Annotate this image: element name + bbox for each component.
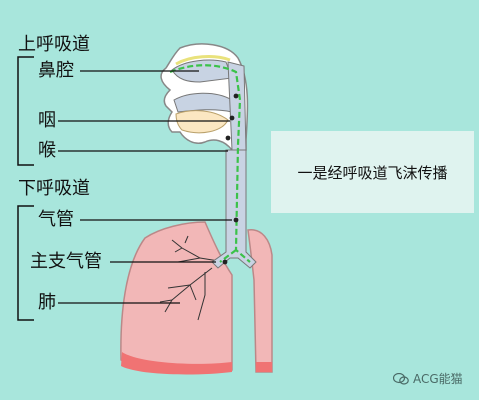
droplet-transmission-callout: 一是经呼吸道飞沫传播 [271,131,474,213]
trachea-label: 气管 [38,209,74,230]
right-lung-base [256,362,272,372]
larynx-label: 喉 [38,140,56,161]
watermark: ACG能猫 [393,370,463,387]
airflow-path [169,64,251,263]
right-lung [247,229,273,373]
wechat-icon [393,372,409,385]
upper-airway-label: 上呼吸道 [18,34,90,55]
nasal-cavity-label: 鼻腔 [38,60,74,81]
upper-airway-bracket [17,56,34,166]
airway-dark-markers [222,93,239,265]
lower-airway-label: 下呼吸道 [18,178,90,199]
left-lung-base [121,352,232,375]
nasal-mucosa [175,55,231,66]
trachea-tube [211,149,257,269]
watermark-text: ACG能猫 [413,372,463,386]
bronchus-label: 主支气管 [30,251,102,272]
pharynx-label: 咽 [38,110,56,131]
tongue [175,110,229,134]
lower-airway-bracket [17,205,34,321]
leader-lines [58,70,232,304]
oral-cavity [173,92,233,113]
lung-label: 肺 [38,292,56,313]
bronchial-tree [159,235,226,321]
